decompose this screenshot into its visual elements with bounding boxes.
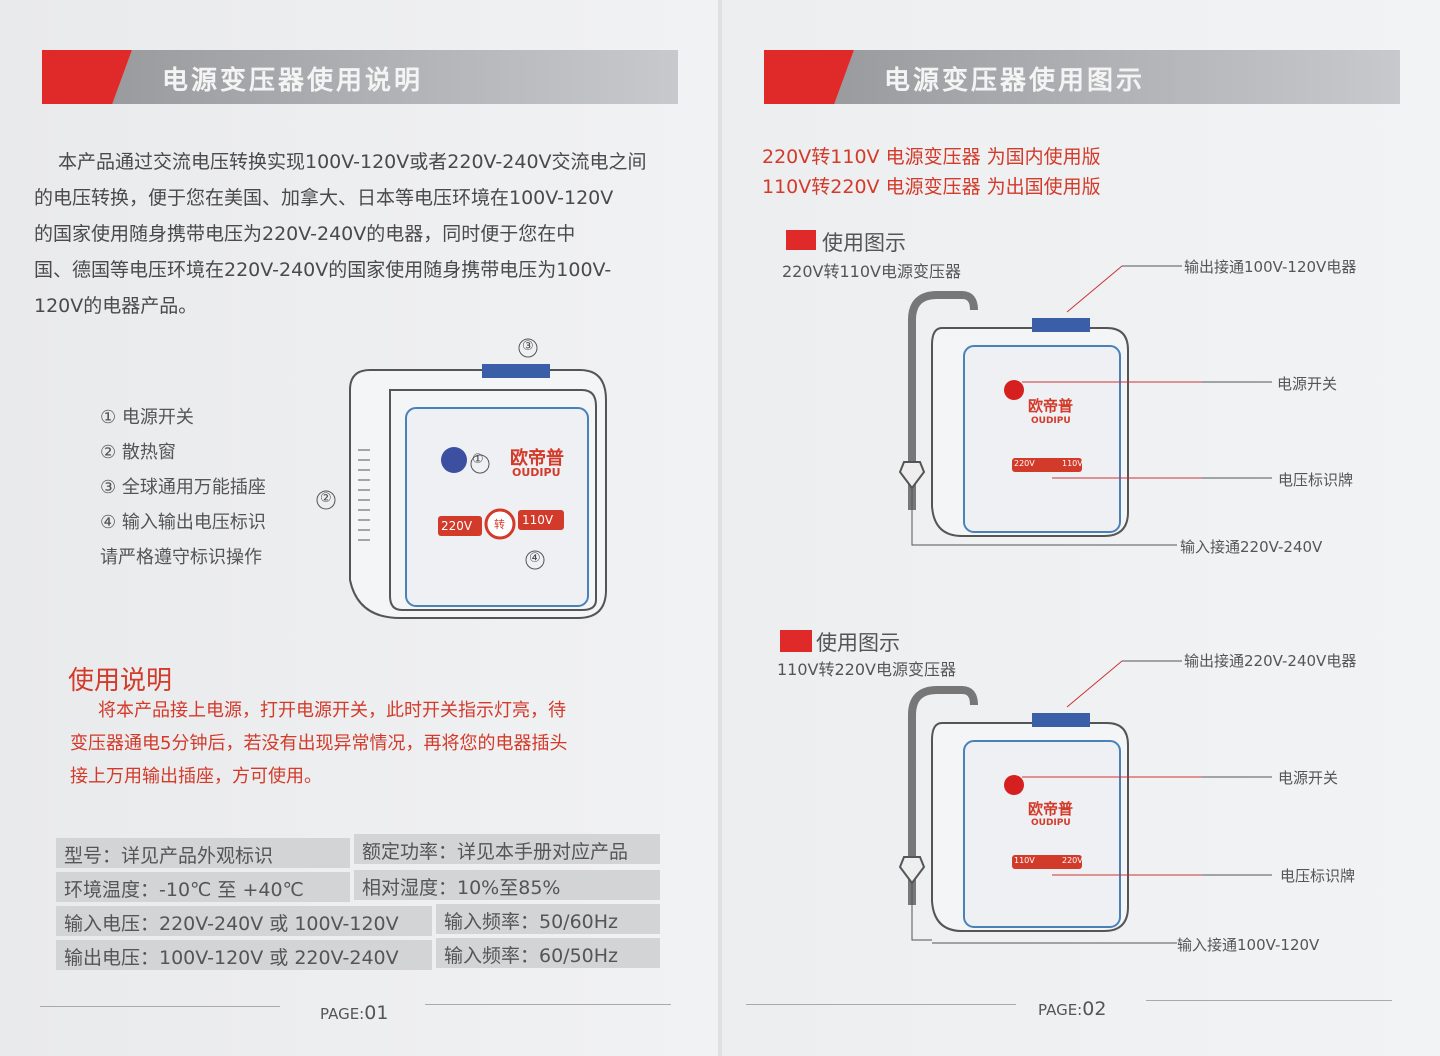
marker-4: ④: [529, 551, 541, 566]
spec-cell: 型号：详见产品外观标识: [56, 838, 350, 868]
version-line: 220V转110V 电源变压器 为国内使用版: [762, 146, 1101, 168]
usage-line: 将本产品接上电源，打开电源开关，此时开关指示灯亮，待: [98, 700, 566, 721]
label-plate: 电压标识牌: [1278, 471, 1354, 489]
usage-line: 接上万用输出插座，方可使用。: [70, 766, 322, 787]
label-input: 输入接通220V-240V: [1180, 538, 1323, 556]
label-switch: 电源开关: [1278, 769, 1339, 787]
section-header: 电源变压器使用说明: [42, 50, 678, 104]
page-title: 电源变压器使用说明: [162, 66, 424, 96]
intro-paragraph: 本产品通过交流电压转换实现100V-120V或者220V-240V交流电之间 的…: [34, 144, 694, 324]
figure-subtitle: 110V转220V电源变压器: [777, 660, 956, 679]
figure-subtitle: 220V转110V电源变压器: [782, 262, 961, 281]
usage-title: 使用说明: [68, 666, 173, 696]
spec-cell: 相对湿度：10%至85%: [354, 870, 660, 900]
transformer-diagram: [316, 338, 607, 619]
legend-item: 请严格遵守标识操作: [100, 547, 262, 568]
transformer-figure-2: [898, 660, 1272, 944]
label-output: 输出接通220V-240V电器: [1184, 652, 1357, 670]
page-1: 电源变压器使用说明 本产品通过交流电压转换实现100V-120V或者220V-2…: [0, 0, 718, 1056]
voltage-out: 220V: [1062, 856, 1083, 865]
version-notes: 220V转110V 电源变压器 为国内使用版 110V转220V 电源变压器 为…: [762, 142, 1101, 202]
label-switch: 电源开关: [1277, 375, 1338, 393]
label-input: 输入接通100V-120V: [1177, 936, 1320, 954]
voltage-out: 110V: [1062, 459, 1083, 468]
convert-mark: 转: [494, 518, 505, 531]
spec-cell: 环境温度：-10℃ 至 +40℃: [56, 872, 350, 902]
version-line: 110V转220V 电源变压器 为出国使用版: [762, 176, 1101, 198]
brand-logo: 欧帝普: [1028, 800, 1074, 818]
legend-item: ④ 输入输出电压标识: [100, 512, 266, 533]
spec-cell: 额定功率：详见本手册对应产品: [354, 834, 660, 864]
intro-line: 国、德国等电压环境在220V-240V的国家使用随身携带电压为100V-: [34, 259, 612, 281]
brand-logo-en: OUDIPU: [1031, 416, 1071, 426]
power-switch-icon: [441, 447, 467, 473]
brand-logo: 欧帝普: [1028, 397, 1074, 415]
page-title: 电源变压器使用图示: [884, 66, 1146, 96]
intro-line: 的电压转换，便于您在美国、加拿大、日本等电压环境在100V-120V: [34, 187, 614, 209]
spec-cell: 输入频率：50/60Hz: [436, 904, 660, 934]
page-2: 电源变压器使用图示 220V转110V 电源变压器 为国内使用版 110V转22…: [722, 0, 1440, 1056]
marker-2: ②: [320, 491, 332, 506]
spec-cell: 输入频率：60/50Hz: [436, 938, 660, 968]
voltage-in: 110V: [1014, 856, 1035, 865]
legend-item: ③ 全球通用万能插座: [100, 477, 266, 498]
spec-cell: 输入电压：220V-240V 或 100V-120V: [56, 906, 432, 936]
figure-title: 使用图示: [816, 631, 900, 655]
label-plate: 电压标识牌: [1280, 867, 1356, 885]
voltage-in: 220V: [441, 519, 473, 533]
legend-item: ① 电源开关: [100, 407, 194, 428]
legend-item: ② 散热窗: [100, 442, 176, 463]
page-number: PAGE:02: [1038, 998, 1107, 1020]
brand-logo: 欧帝普: [510, 448, 564, 469]
usage-line: 变压器通电5分钟后，若没有出现异常情况，再将您的电器插头: [70, 733, 568, 754]
intro-line: 本产品通过交流电压转换实现100V-120V或者220V-240V交流电之间: [58, 151, 647, 173]
brand-logo-en: OUDIPU: [512, 466, 561, 479]
marker-3: ③: [522, 339, 534, 354]
usage-paragraph: 将本产品接上电源，打开电源开关，此时开关指示灯亮，待 变压器通电5分钟后，若没有…: [70, 694, 567, 793]
transformer-figure-1: [898, 265, 1272, 546]
brand-logo-en: OUDIPU: [1031, 818, 1071, 828]
label-output: 输出接通100V-120V电器: [1184, 258, 1357, 276]
section-header: 电源变压器使用图示: [764, 50, 1400, 104]
intro-line: 的国家使用随身携带电压为220V-240V的电器，同时便于您在中: [34, 223, 576, 245]
intro-line: 120V的电器产品。: [34, 295, 198, 317]
voltage-out: 110V: [522, 513, 554, 527]
voltage-in: 220V: [1014, 459, 1035, 468]
spec-cell: 输出电压：100V-120V 或 220V-240V: [56, 940, 432, 970]
figure-title: 使用图示: [822, 231, 906, 255]
marker-1: ①: [472, 452, 484, 467]
page-number: PAGE:01: [320, 1002, 389, 1024]
parts-legend: ① 电源开关 ② 散热窗 ③ 全球通用万能插座 ④ 输入输出电压标识 请严格遵守…: [100, 400, 266, 575]
